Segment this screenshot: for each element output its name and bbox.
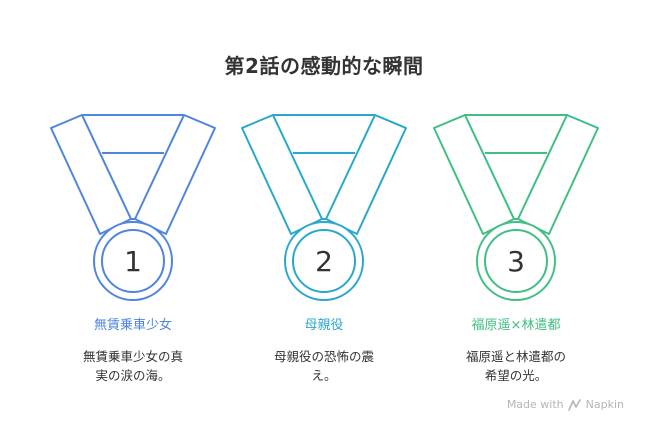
medal-label-2: 母親役 — [304, 318, 344, 333]
medal-inner-ring-2 — [292, 229, 356, 293]
description-line: 母親役の恐怖の震 — [273, 349, 374, 364]
description-line: 希望の光。 — [484, 368, 548, 383]
medal-label-1: 無賃乗車少女 — [93, 318, 172, 333]
medal-inner-ring-1 — [101, 229, 165, 293]
made-with-napkin-badge[interactable]: Made with Napkin — [507, 398, 624, 411]
medal-description-1: 無賃乗車少女の真実の涙の海。 — [53, 347, 213, 385]
description-line: え。 — [311, 368, 337, 383]
description-line: 福原遥と林遣都の — [465, 349, 566, 364]
medal-ribbon-1 — [50, 114, 216, 235]
ribbon-inner-left-1 — [81, 114, 132, 220]
ribbon-inner-right-2 — [325, 114, 376, 220]
medal-ribbon-2 — [241, 114, 407, 235]
medal-1: 1 — [50, 114, 216, 301]
ribbon-inner-right-3 — [517, 114, 568, 220]
ribbon-inner-left-2 — [272, 114, 323, 220]
medal-inner-ring-3 — [484, 229, 548, 293]
medal-2: 2 — [241, 114, 407, 301]
description-line: 実の涙の海。 — [95, 368, 171, 383]
medal-ribbon-3 — [433, 114, 599, 235]
medal-3: 3 — [433, 114, 599, 301]
ribbon-inner-right-1 — [134, 114, 185, 220]
medal-label-3: 福原遥×林遣都 — [471, 318, 561, 333]
ribbon-inner-left-3 — [464, 114, 515, 220]
napkin-pen-icon — [567, 398, 581, 411]
medal-number-2: 2 — [315, 245, 333, 278]
medal-number-1: 1 — [124, 245, 142, 278]
medal-description-3: 福原遥と林遣都の希望の光。 — [436, 347, 596, 385]
made-with-text: Made with — [506, 398, 564, 411]
medal-number-3: 3 — [507, 245, 525, 278]
medal-description-2: 母親役の恐怖の震え。 — [244, 347, 404, 385]
napkin-brand-text: Napkin — [585, 398, 624, 411]
diagram-title: 第2話の感動的な瞬間 — [224, 54, 424, 78]
description-line: 無賃乗車少女の真 — [82, 349, 183, 364]
